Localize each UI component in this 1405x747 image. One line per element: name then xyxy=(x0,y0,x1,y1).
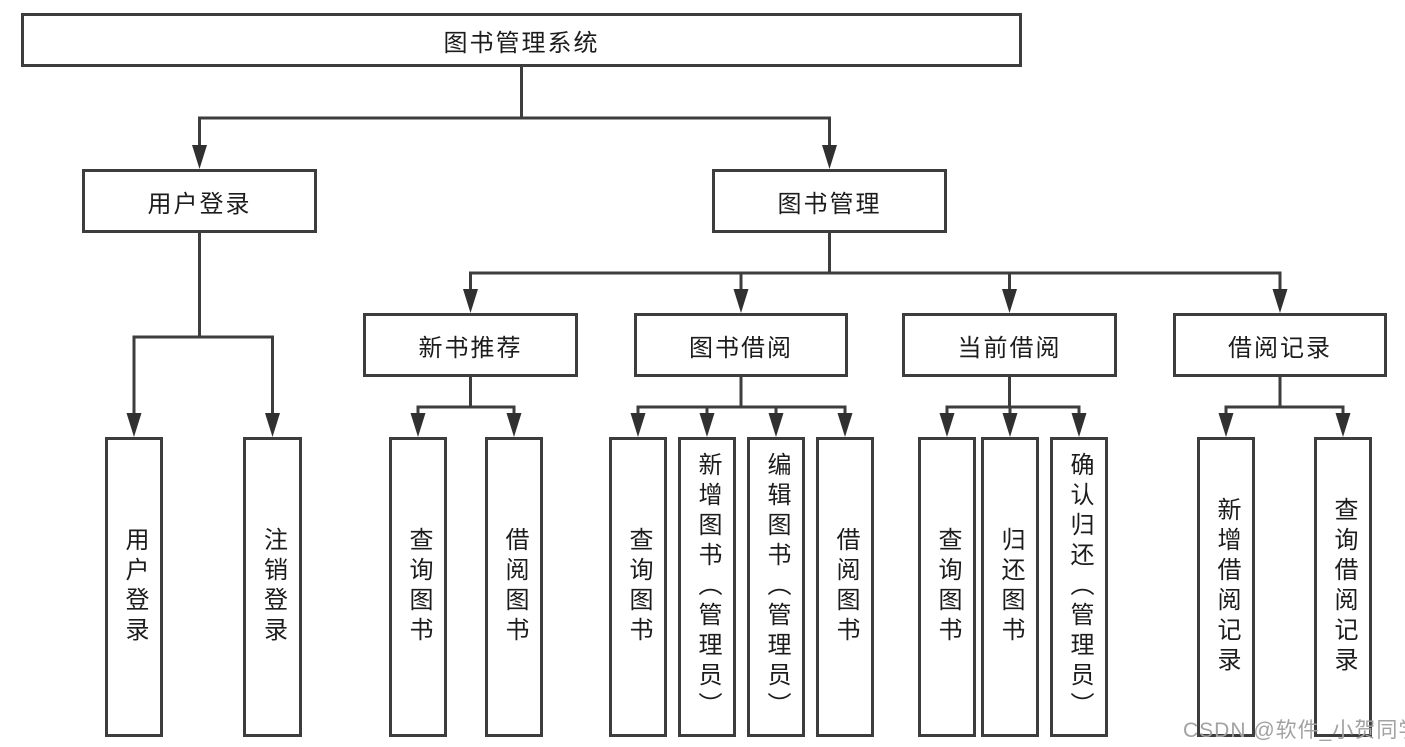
node-label: 查询图书 xyxy=(405,527,432,647)
node-label: 图书管理 xyxy=(777,190,882,218)
leaf-add-book-admin: 新增图书（管理员） xyxy=(678,437,736,737)
node-label: 图书借阅 xyxy=(689,334,793,362)
node-label: 借阅图书 xyxy=(832,527,859,647)
node-label: 用户登录 xyxy=(147,190,252,218)
node-label: 当前借阅 xyxy=(957,334,1062,362)
node-book-borrowing: 图书借阅 xyxy=(634,313,848,377)
node-label: 编辑图书（管理员） xyxy=(763,452,790,722)
leaf-query-borrow-record: 查询借阅记录 xyxy=(1314,437,1372,737)
node-label: 借阅记录 xyxy=(1228,334,1332,362)
connector-user-login-to-leaves xyxy=(132,233,274,425)
connector-book-borrow-to-leaves xyxy=(636,377,847,425)
leaf-query-books-current: 查询图书 xyxy=(918,437,976,737)
node-label: 新增借阅记录 xyxy=(1213,497,1240,677)
node-label: 查询图书 xyxy=(625,527,652,647)
arrowheads-level2 xyxy=(192,145,837,169)
connector-current-borrow-to-leaves xyxy=(945,377,1081,425)
node-label: 用户登录 xyxy=(121,527,148,647)
leaf-add-borrow-record: 新增借阅记录 xyxy=(1197,437,1255,737)
leaf-query-books-borrow: 查询图书 xyxy=(609,437,667,737)
node-label: 注销登录 xyxy=(259,527,287,647)
arrowheads-level3 xyxy=(463,289,1288,313)
arrowheads-leaves xyxy=(410,413,1351,437)
node-label: 新增图书（管理员） xyxy=(694,452,721,722)
node-book-management: 图书管理 xyxy=(712,169,947,233)
node-borrow-records: 借阅记录 xyxy=(1173,313,1387,377)
arrowheads-user-login xyxy=(126,413,280,437)
connector-root-to-level2 xyxy=(198,67,831,157)
connector-new-books-to-leaves xyxy=(416,377,516,425)
node-label: 借阅图书 xyxy=(501,527,528,647)
leaf-borrow-books-borrow: 借阅图书 xyxy=(816,437,874,737)
connector-borrow-records-to-leaves xyxy=(1224,377,1345,425)
node-label: 归还图书 xyxy=(997,527,1024,647)
leaf-return-book: 归还图书 xyxy=(981,437,1039,737)
node-label: 图书管理系统 xyxy=(443,29,600,57)
connector-book-management-to-level3 xyxy=(469,233,1282,301)
node-user-login: 用户登录 xyxy=(82,169,317,233)
leaf-user-login: 用户登录 xyxy=(105,437,163,737)
node-label: 查询借阅记录 xyxy=(1330,497,1357,677)
leaf-confirm-return-admin: 确认归还（管理员） xyxy=(1050,437,1108,737)
leaf-borrow-books-newbooks: 借阅图书 xyxy=(485,437,543,737)
node-label: 查询图书 xyxy=(934,527,961,647)
node-current-borrowing: 当前借阅 xyxy=(902,313,1117,377)
watermark: CSDN @软件_小贺同学 xyxy=(1183,719,1405,742)
node-library-management-system: 图书管理系统 xyxy=(21,13,1022,67)
node-label: 新书推荐 xyxy=(418,334,523,362)
leaf-query-books-newbooks: 查询图书 xyxy=(389,437,447,737)
leaf-logout: 注销登录 xyxy=(243,437,302,737)
leaf-edit-book-admin: 编辑图书（管理员） xyxy=(747,437,805,737)
node-label: 确认归还（管理员） xyxy=(1066,452,1093,722)
node-new-book-recommend: 新书推荐 xyxy=(363,313,578,377)
